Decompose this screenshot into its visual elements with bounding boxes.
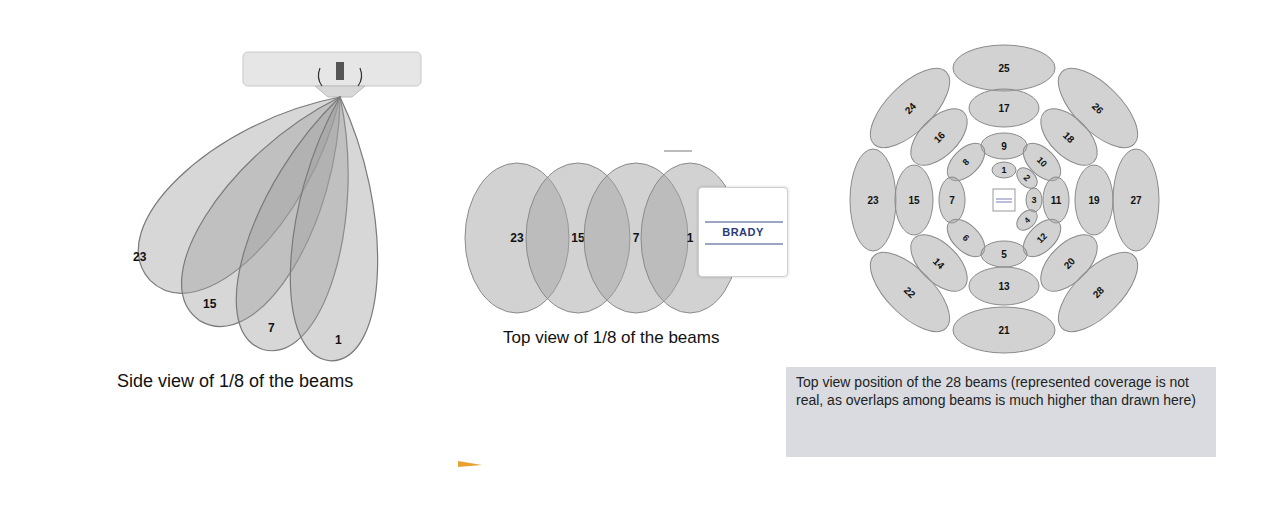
logo-mark bbox=[336, 62, 344, 80]
beam-ellipse: 7 bbox=[938, 176, 966, 224]
callout-number: 23 bbox=[133, 250, 146, 264]
beam-number: 1 bbox=[687, 231, 694, 245]
beam-number: 11 bbox=[1051, 195, 1062, 206]
beam-number: 7 bbox=[633, 231, 640, 245]
antenna-mount bbox=[315, 86, 365, 97]
beam-ellipse: 3 bbox=[1025, 187, 1043, 213]
beam-ellipse: 9 bbox=[980, 132, 1028, 160]
beam-ellipse: 17 bbox=[968, 88, 1040, 128]
callout-number: 7 bbox=[268, 321, 275, 335]
beam-number: 15 bbox=[571, 231, 584, 245]
beam-number: 13 bbox=[998, 281, 1009, 292]
beam-number: 25 bbox=[998, 63, 1009, 74]
beam-number: 23 bbox=[510, 231, 523, 245]
beam-number: 9 bbox=[1001, 141, 1007, 152]
beam-number: 19 bbox=[1088, 195, 1099, 206]
callout-number: 15 bbox=[203, 297, 216, 311]
beam-number: 15 bbox=[908, 195, 919, 206]
beam-ellipse: 13 bbox=[968, 266, 1040, 306]
view-caption: Top view of 1/8 of the beams bbox=[503, 328, 719, 348]
beam-lobes bbox=[113, 58, 385, 363]
beam-ellipse: 23 bbox=[849, 148, 897, 252]
reader-device: BRADY bbox=[698, 187, 788, 277]
beam-ellipse: 27 bbox=[1112, 148, 1160, 252]
beam-ellipse: 5 bbox=[980, 240, 1028, 268]
beam-number: 7 bbox=[949, 195, 955, 206]
view-caption: Side view of 1/8 of the beams bbox=[117, 371, 353, 392]
beam-number: 23 bbox=[867, 195, 878, 206]
callout-number: 1 bbox=[335, 333, 342, 347]
beam-ellipse: 21 bbox=[952, 306, 1056, 354]
beam-ellipse: 11 bbox=[1042, 176, 1070, 224]
beam-ellipse: 25 bbox=[952, 44, 1056, 92]
beam-ellipse: 15 bbox=[894, 164, 934, 236]
beam-number: 5 bbox=[1001, 249, 1007, 260]
caption-ground bbox=[786, 367, 1216, 457]
brand-logo: BRADY bbox=[722, 226, 764, 238]
beam-number: 17 bbox=[998, 103, 1009, 114]
beam-number: 3 bbox=[1031, 195, 1036, 205]
beam-ellipse: 1 bbox=[991, 161, 1017, 179]
caption-text: Top view position of the 28 beams (repre… bbox=[796, 373, 1206, 409]
beam-number: 1 bbox=[1001, 165, 1006, 175]
beam-number: 27 bbox=[1130, 195, 1141, 206]
caption-box: Top view position of the 28 beams (repre… bbox=[786, 367, 1216, 457]
beam-ellipse: 19 bbox=[1074, 164, 1114, 236]
antenna-plate bbox=[243, 52, 421, 86]
accent-mark bbox=[458, 461, 482, 467]
beam-number: 21 bbox=[998, 325, 1009, 336]
